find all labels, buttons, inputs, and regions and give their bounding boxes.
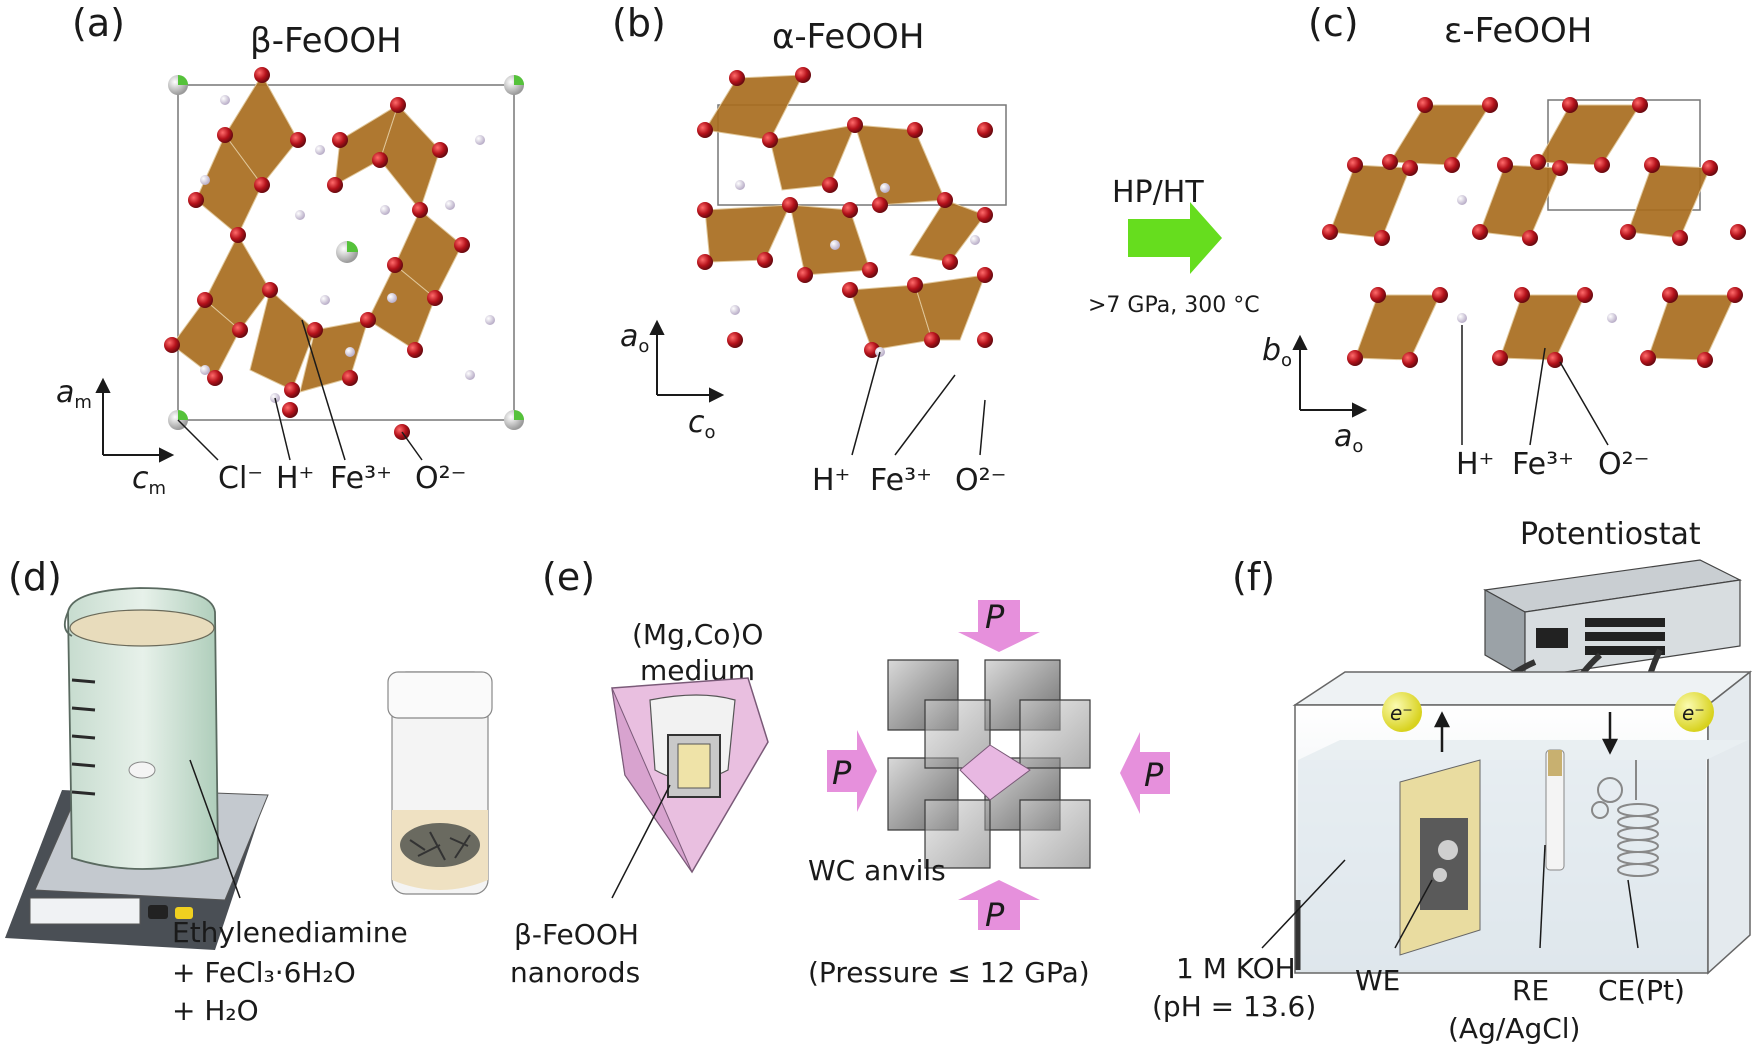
sample-line-2: nanorods bbox=[510, 956, 640, 989]
working-electrode bbox=[1399, 759, 1481, 956]
oxygen-atoms-c bbox=[1322, 97, 1746, 368]
crystal-structure-beta bbox=[171, 74, 463, 393]
pressure-label-left: P bbox=[832, 754, 852, 792]
chlorine-atoms-a bbox=[168, 75, 524, 430]
octahedral-cell bbox=[611, 677, 769, 874]
panel-f: (f) Potentiostat bbox=[1152, 517, 1753, 1045]
ion-leaders-c bbox=[1461, 325, 1609, 446]
re-label-2: (Ag/AgCl) bbox=[1448, 1012, 1580, 1045]
potentiostat-box bbox=[1483, 559, 1742, 680]
leader-e-sample bbox=[611, 784, 671, 899]
reagent-line-1: Ethylenediamine bbox=[172, 916, 408, 949]
panel-b-title: α-FeOOH bbox=[772, 17, 924, 57]
oxygen-atoms-b bbox=[697, 67, 993, 358]
ion-label-h: H⁺ bbox=[276, 461, 314, 496]
transition-arrow: HP/HT >7 GPa, 300 °C bbox=[1088, 175, 1260, 318]
arrow-up-icon bbox=[1433, 711, 1451, 728]
vial-nanorods bbox=[387, 671, 493, 895]
axis-label-a-y: am bbox=[56, 375, 92, 413]
pressure-arrow-top-icon bbox=[958, 600, 1040, 652]
unit-cell-b bbox=[717, 104, 1007, 206]
unit-cell-a bbox=[177, 84, 515, 421]
panel-e: (e) (Mg,Co)O medium β-FeOOH nanorods bbox=[510, 555, 1170, 989]
we-label: WE bbox=[1355, 964, 1400, 997]
sample-line-1: β-FeOOH bbox=[514, 918, 639, 951]
electron-icon-right bbox=[1674, 692, 1714, 732]
transition-label: HP/HT bbox=[1112, 175, 1204, 210]
panel-c: (c) ε-FeOOH bbox=[1262, 1, 1746, 482]
pressure-range-label: (Pressure ≤ 12 GPa) bbox=[808, 956, 1090, 989]
electron-label-right: e⁻ bbox=[1682, 701, 1705, 725]
electron-label-left: e⁻ bbox=[1390, 701, 1413, 725]
pressure-label-top: P bbox=[985, 598, 1005, 636]
ion-label-cl: Cl⁻ bbox=[218, 461, 263, 496]
anvils-label: WC anvils bbox=[808, 854, 946, 887]
ion-label-fe: Fe³⁺ bbox=[330, 461, 392, 496]
re-label-1: RE bbox=[1512, 974, 1549, 1007]
hydrogen-atoms-c bbox=[1457, 195, 1617, 323]
electron-icon-left bbox=[1382, 692, 1422, 732]
panel-d-letter: (d) bbox=[8, 555, 62, 599]
pressure-label-bottom: P bbox=[985, 896, 1005, 934]
panel-c-letter: (c) bbox=[1308, 1, 1359, 45]
reagent-line-3: + H₂O bbox=[172, 994, 259, 1027]
ion-leaders-a bbox=[177, 319, 423, 461]
pressure-label-right: P bbox=[1144, 756, 1164, 794]
reagent-line-2: + FeCl₃·6H₂O bbox=[172, 956, 356, 989]
electron-flow: e⁻ e⁻ bbox=[1382, 692, 1714, 755]
ion-leaders-f bbox=[1261, 844, 1639, 949]
green-arrow-icon bbox=[1128, 202, 1222, 274]
pressure-arrow-bottom-icon bbox=[958, 880, 1040, 930]
transition-condition: >7 GPa, 300 °C bbox=[1088, 293, 1260, 318]
axis-label-a-x: cm bbox=[132, 461, 166, 499]
axis-label-b-x: co bbox=[688, 405, 716, 443]
ion-label-h-c: H⁺ bbox=[1456, 447, 1494, 482]
beaker bbox=[63, 587, 219, 870]
crystal-structure-alpha bbox=[704, 74, 986, 351]
ion-label-fe-b: Fe³⁺ bbox=[870, 463, 932, 498]
ion-label-o-c: O²⁻ bbox=[1598, 447, 1649, 482]
ion-label-o-b: O²⁻ bbox=[955, 463, 1006, 498]
reference-electrode bbox=[1545, 749, 1565, 871]
pressure-arrows: P P P P bbox=[827, 598, 1170, 934]
hydrogen-atoms-a bbox=[200, 95, 495, 403]
axis-label-c-x: ao bbox=[1334, 419, 1363, 457]
ion-label-o: O²⁻ bbox=[415, 461, 466, 496]
panel-b: (b) α-FeOOH bbox=[612, 1, 1007, 498]
ion-label-h-b: H⁺ bbox=[812, 463, 850, 498]
panel-b-letter: (b) bbox=[612, 1, 666, 45]
electrolyte-line-1: 1 M KOH bbox=[1176, 952, 1296, 985]
potentiostat-label: Potentiostat bbox=[1520, 517, 1701, 552]
axis-gizmo-a bbox=[95, 377, 175, 463]
axis-label-b-y: ao bbox=[620, 319, 649, 357]
pressure-arrow-right-icon bbox=[1120, 732, 1170, 814]
counter-electrode bbox=[1591, 760, 1659, 877]
oxygen-atoms-a bbox=[164, 67, 470, 440]
arrow-down-icon bbox=[1601, 738, 1619, 755]
leader-d-reagent bbox=[189, 759, 241, 899]
axis-gizmo-c bbox=[1292, 334, 1368, 418]
electrolyte-line-2: (pH = 13.6) bbox=[1152, 990, 1316, 1023]
axis-gizmo-b bbox=[649, 319, 725, 403]
panel-f-letter: (f) bbox=[1232, 555, 1275, 599]
panel-c-title: ε-FeOOH bbox=[1444, 11, 1592, 51]
ion-leaders-b bbox=[851, 351, 986, 456]
panel-e-letter: (e) bbox=[542, 555, 595, 599]
panel-d: (d) bbox=[5, 555, 493, 1027]
wc-anvil-assembly bbox=[887, 659, 1091, 869]
pressure-arrow-left-icon bbox=[827, 730, 877, 812]
medium-line-1: (Mg,Co)O bbox=[632, 618, 763, 651]
panel-a: (a) β-FeOOH bbox=[56, 1, 524, 499]
panel-a-title: β-FeOOH bbox=[250, 21, 402, 61]
panel-a-letter: (a) bbox=[72, 1, 125, 45]
ion-label-fe-c: Fe³⁺ bbox=[1512, 447, 1574, 482]
axis-label-c-y: bo bbox=[1262, 333, 1292, 371]
ce-label: CE(Pt) bbox=[1598, 974, 1685, 1007]
